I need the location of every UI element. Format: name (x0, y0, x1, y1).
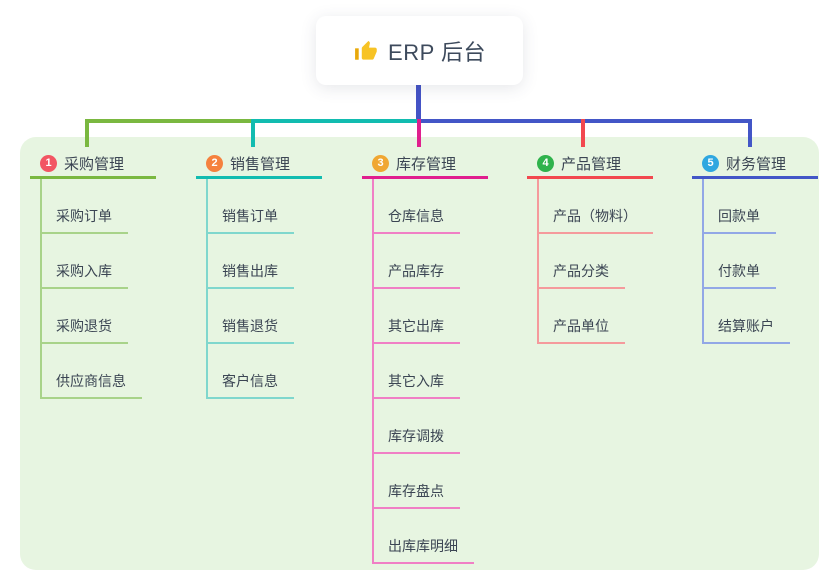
tree-item[interactable]: 销售订单 (208, 179, 294, 234)
bus-line-blue (419, 119, 752, 123)
tree-item[interactable]: 回款单 (704, 179, 776, 234)
branch-label: 采购管理 (64, 155, 125, 173)
branch-drop-line-2 (251, 119, 255, 147)
tree-item[interactable]: 出库库明细 (374, 509, 474, 564)
tree-item[interactable]: 结算账户 (704, 289, 790, 344)
branch-badge-3: 3 (372, 154, 389, 172)
tree-item[interactable]: 产品单位 (539, 289, 625, 344)
tree-item[interactable]: 产品库存 (374, 234, 460, 289)
branch-label: 财务管理 (726, 155, 787, 173)
thumbs-up-icon (353, 38, 379, 64)
tree-item[interactable]: 其它出库 (374, 289, 460, 344)
mindmap-panel (20, 137, 819, 570)
bus-line-teal (253, 119, 419, 123)
tree-item[interactable]: 采购退货 (42, 289, 128, 344)
branch-children-purchase: 采购订单 采购入库 采购退货 供应商信息 (40, 179, 142, 399)
tree-item[interactable]: 产品分类 (539, 234, 625, 289)
branch-label: 销售管理 (230, 155, 291, 173)
tree-item[interactable]: 付款单 (704, 234, 776, 289)
branch-children-inventory: 仓库信息 产品库存 其它出库 其它入库 库存调拨 库存盘点 出库库明细 (372, 179, 474, 564)
tree-item[interactable]: 库存盘点 (374, 454, 460, 509)
tree-item[interactable]: 仓库信息 (374, 179, 460, 234)
tree-item[interactable]: 库存调拨 (374, 399, 460, 454)
tree-item[interactable]: 采购入库 (42, 234, 128, 289)
tree-item[interactable]: 销售退货 (208, 289, 294, 344)
branch-header-product[interactable]: 4 产品管理 (527, 150, 653, 179)
branch-header-purchase[interactable]: 1 采购管理 (30, 150, 156, 179)
tree-item[interactable]: 采购订单 (42, 179, 128, 234)
branch-children-product: 产品（物料） 产品分类 产品单位 (537, 179, 653, 344)
root-title: ERP 后台 (388, 39, 486, 65)
branch-drop-line-4 (581, 119, 585, 147)
branch-children-sales: 销售订单 销售出库 销售退货 客户信息 (206, 179, 294, 399)
tree-item[interactable]: 销售出库 (208, 234, 294, 289)
branch-children-finance: 回款单 付款单 结算账户 (702, 179, 790, 344)
branch-badge-5: 5 (702, 154, 719, 172)
branch-header-finance[interactable]: 5 财务管理 (692, 150, 818, 179)
branch-badge-1: 1 (40, 154, 57, 172)
bus-line-green (85, 119, 253, 123)
branch-badge-4: 4 (537, 154, 554, 172)
root-node[interactable]: ERP 后台 (316, 16, 523, 85)
branch-header-sales[interactable]: 2 销售管理 (196, 150, 322, 179)
branch-label: 库存管理 (396, 155, 457, 173)
tree-item[interactable]: 其它入库 (374, 344, 460, 399)
tree-item[interactable]: 产品（物料） (539, 179, 653, 234)
branch-drop-line-3 (417, 119, 421, 147)
tree-item[interactable]: 客户信息 (208, 344, 294, 399)
branch-badge-2: 2 (206, 154, 223, 172)
tree-item[interactable]: 供应商信息 (42, 344, 142, 399)
branch-label: 产品管理 (561, 155, 622, 173)
branch-drop-line-5 (748, 119, 752, 147)
root-connector-line (416, 85, 421, 122)
branch-drop-line-1 (85, 119, 89, 147)
branch-header-inventory[interactable]: 3 库存管理 (362, 150, 488, 179)
